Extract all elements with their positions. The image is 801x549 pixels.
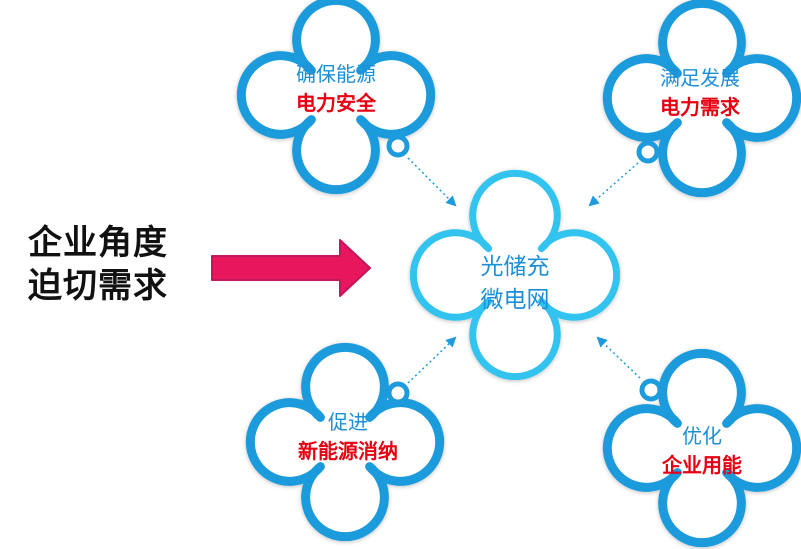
node-top-left-line1: 确保能源 [296, 62, 376, 86]
left-heading-line2: 迫切需求 [28, 266, 168, 306]
cloud-center-outline [409, 169, 621, 381]
cloud-tr-outline [602, 0, 801, 198]
node-label-bottom-left: 促进 新能源消纳 [278, 408, 418, 466]
connector-ring-bottom-right [639, 378, 663, 402]
node-top-right-line2: 电力需求 [660, 95, 740, 119]
center-line1: 光储充 [480, 254, 550, 280]
cloud-node-bottom-right [602, 348, 801, 548]
dotted-arrow-bottom-right [596, 336, 641, 379]
connector-ring-top-right [636, 140, 660, 164]
dotted-arrow-bottom-left [407, 336, 457, 384]
cloud-tl-outline [236, 0, 436, 195]
cloud-node-bottom-left [245, 342, 445, 542]
center-line2: 微电网 [480, 287, 550, 313]
node-bottom-right-line1: 优化 [682, 424, 722, 448]
left-heading-line1: 企业角度 [28, 223, 168, 263]
node-label-top-right: 满足发展 电力需求 [640, 64, 760, 122]
cloud-br-outline [602, 348, 801, 548]
node-bottom-left-line2: 新能源消纳 [298, 439, 398, 463]
dotted-arrow-top-left [407, 157, 457, 207]
node-label-bottom-right: 优化 企业用能 [642, 422, 762, 480]
cloud-node-top-right [602, 0, 801, 198]
main-arrow [211, 239, 371, 297]
dotted-arrow-top-right [588, 162, 639, 207]
node-bottom-left-line1: 促进 [328, 410, 368, 434]
center-label: 光储充 微电网 [455, 251, 575, 317]
node-top-left-line2: 电力安全 [296, 91, 376, 115]
node-label-top-left: 确保能源 电力安全 [276, 60, 396, 118]
cloud-node-top-left [236, 0, 436, 195]
connector-ring-bottom-left [386, 381, 410, 405]
cloud-node-center [409, 169, 621, 381]
left-heading: 企业角度 迫切需求 [28, 222, 198, 308]
connector-ring-top-left [386, 134, 410, 158]
node-bottom-right-line2: 企业用能 [662, 453, 742, 477]
cloud-bl-outline [245, 342, 445, 542]
node-top-right-line1: 满足发展 [660, 66, 740, 90]
